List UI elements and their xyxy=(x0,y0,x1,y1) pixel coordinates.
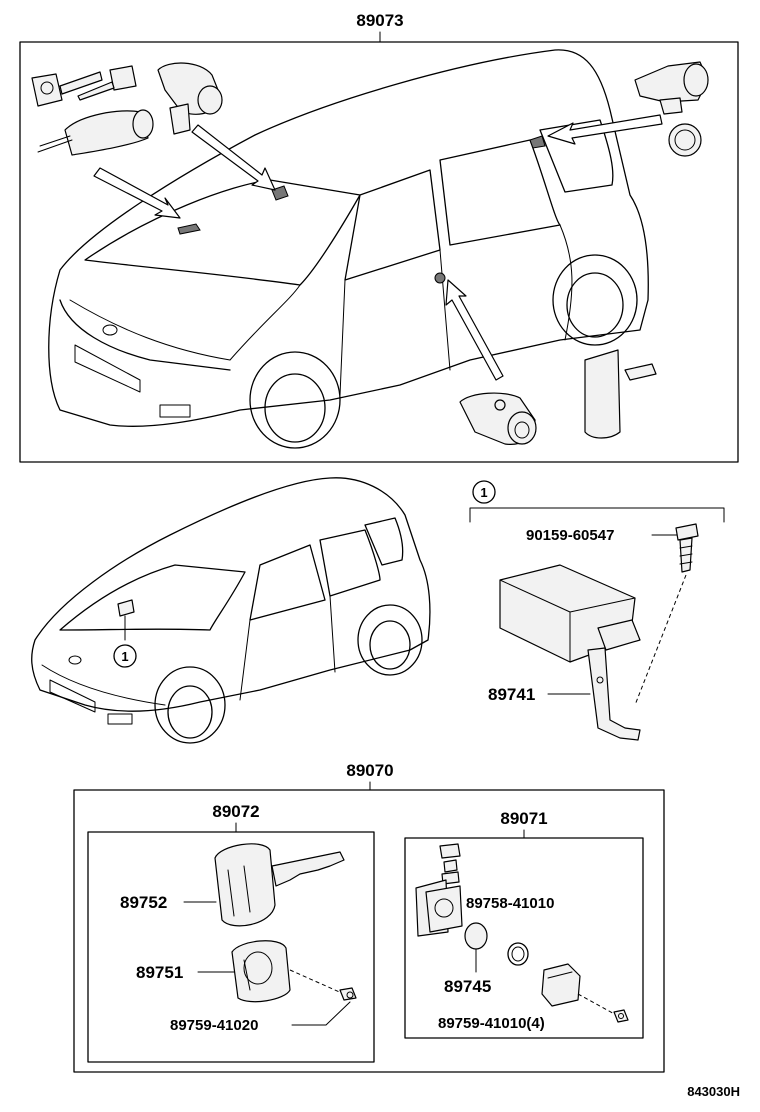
lock-screw-icon xyxy=(613,1009,629,1023)
bottom-panel: 89070 89072 89752 89751 xyxy=(73,761,665,1073)
label-top-assembly: 89073 xyxy=(356,11,403,30)
label-lock-disc: 89745 xyxy=(444,977,491,996)
lock-cover-icon xyxy=(541,963,581,1007)
diagram-code: 843030H xyxy=(687,1084,740,1099)
label-bolt: 90159-60547 xyxy=(526,527,614,544)
label-lock-part: 89758-41010 xyxy=(466,895,554,912)
lock-set-frame xyxy=(404,837,644,1039)
middle-section: 1 1 90159-60547 89741 xyxy=(31,477,725,744)
label-key-plate: 89751 xyxy=(136,963,183,982)
top-panel-frame xyxy=(19,41,739,463)
trim-cover-icon xyxy=(584,349,657,439)
screw-icon xyxy=(339,987,357,1001)
label-ref-1-car: 1 xyxy=(121,649,128,664)
label-key-blank: 89752 xyxy=(120,893,167,912)
ignition-lock-cylinder-icon xyxy=(37,109,154,156)
label-lock-screw: 89759-41010(4) xyxy=(438,1015,545,1032)
car-illustration-middle: 1 xyxy=(31,477,431,744)
ecu-group: 1 90159-60547 89741 xyxy=(469,480,725,741)
transponder-ecu-icon xyxy=(499,564,641,741)
callout-arrows xyxy=(93,114,663,381)
bottom-panel-frame xyxy=(73,789,665,1073)
rear-lock-cylinder-icon xyxy=(634,61,709,157)
ignition-key-icon xyxy=(31,65,137,107)
bolt-icon xyxy=(675,523,699,573)
label-ref-1: 1 xyxy=(480,485,487,500)
door-lock-cylinder-lower-icon xyxy=(459,392,537,445)
label-key-screw: 89759-41020 xyxy=(170,1017,258,1034)
top-panel: 89073 xyxy=(19,11,739,463)
retaining-ring-icon xyxy=(507,942,529,966)
lock-set-group: 89071 89758-41010 89745 xyxy=(404,809,644,1039)
lock-disc-icon xyxy=(464,922,488,950)
lock-housing-icon xyxy=(415,843,463,937)
label-lock-set: 89071 xyxy=(500,809,547,828)
car-illustration-top xyxy=(48,49,649,449)
key-plate-icon xyxy=(231,940,291,1003)
door-lock-cylinder-icon xyxy=(157,62,223,135)
key-set-group: 89072 89752 89751 89759-41020 xyxy=(87,802,375,1063)
key-set-frame xyxy=(87,831,375,1063)
label-bottom-assembly: 89070 xyxy=(346,761,393,780)
key-blank-icon xyxy=(214,843,345,927)
label-ecu-bracket: 89741 xyxy=(488,685,535,704)
label-key-set: 89072 xyxy=(212,802,259,821)
